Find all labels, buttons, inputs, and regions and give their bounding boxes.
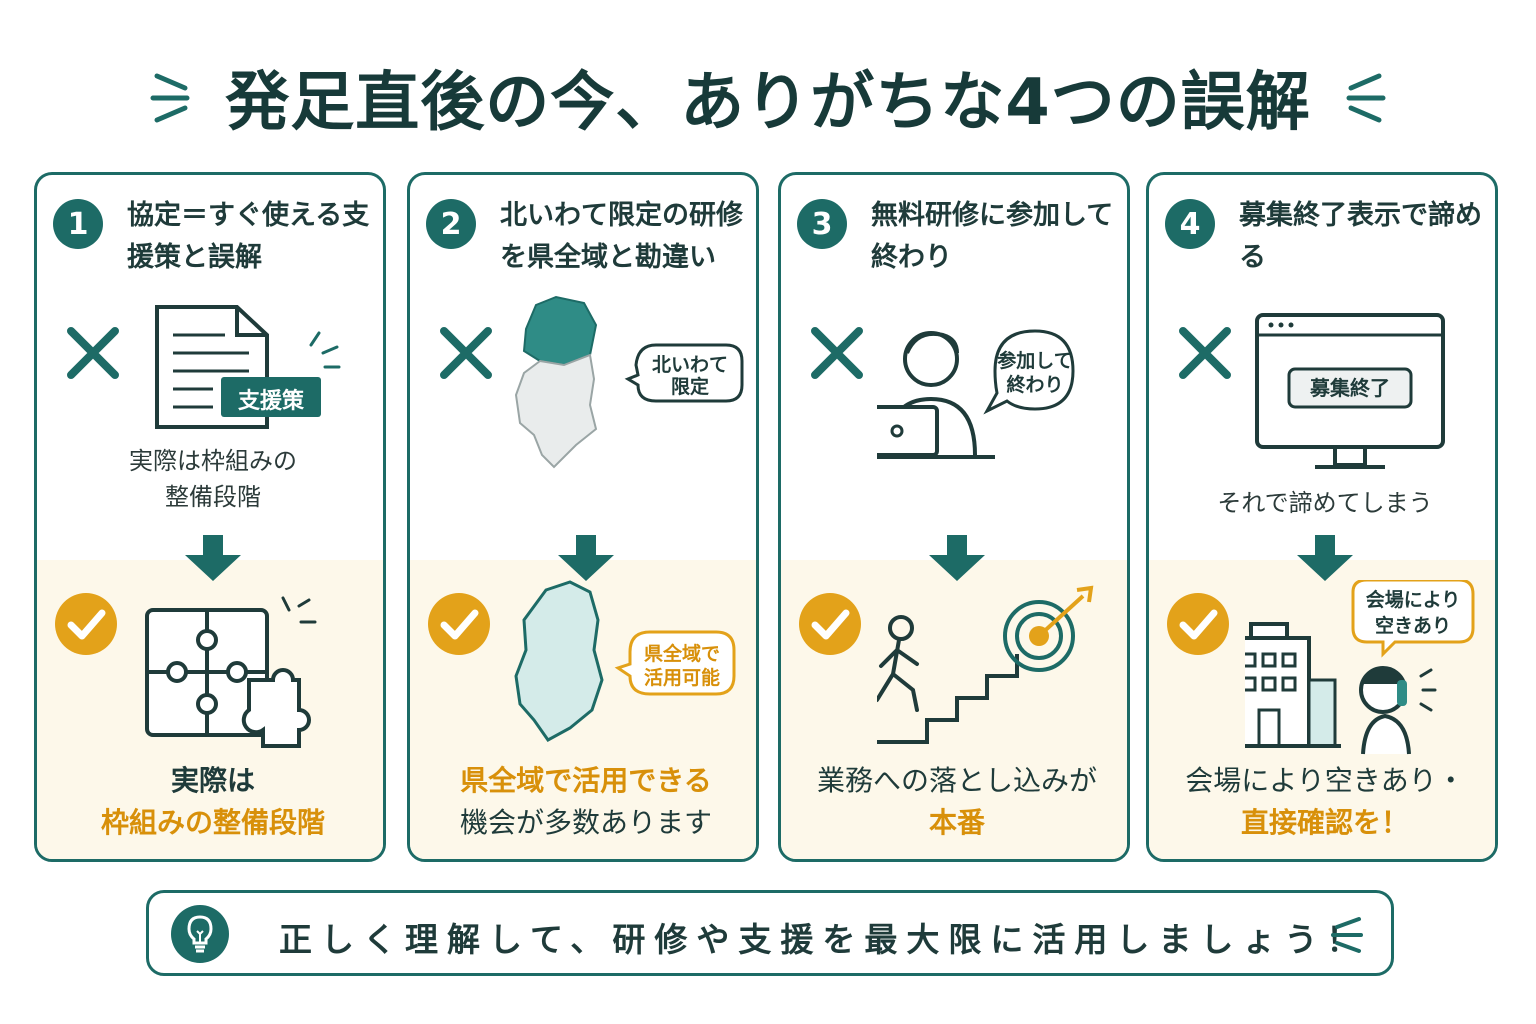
- monitor-icon: 募集終了: [1255, 313, 1445, 469]
- bubble-line-1: 県全域で: [644, 642, 720, 665]
- document-icon: [155, 305, 341, 429]
- bubble-line-2: 限定: [671, 375, 709, 398]
- card-heading: 募集終了表示で諦める: [1239, 200, 1482, 273]
- misconception-card-3: 3 無料研修に参加して終わり 参加して 終わり 業務への落とし込みが 本番: [778, 172, 1130, 862]
- cross-icon: [67, 327, 119, 379]
- result-line-1: 実際は: [170, 764, 255, 797]
- check-icon: [428, 593, 490, 655]
- step-number-badge: 3: [797, 199, 847, 249]
- cross-icon: [440, 327, 492, 379]
- down-arrow-icon: [185, 535, 241, 581]
- down-arrow-icon: [1297, 535, 1353, 581]
- card-result: 県全域で活用できる 機会が多数あります: [410, 760, 756, 844]
- footer-banner: 正しく理解して、研修や支援を最大限に活用しましょう！: [146, 890, 1394, 976]
- card-result: 会場により空きあり・ 直接確認を！: [1149, 760, 1495, 844]
- check-icon: [1167, 593, 1229, 655]
- check-icon: [799, 593, 861, 655]
- down-arrow-icon: [558, 535, 614, 581]
- result-line-2: 枠組みの整備段階: [100, 806, 325, 839]
- result-line-2: 直接確認を！: [1240, 806, 1409, 839]
- lightbulb-icon: [171, 905, 229, 963]
- footer-message: 正しく理解して、研修や支援を最大限に活用しましょう！: [279, 920, 1369, 959]
- document-label: 支援策: [237, 389, 304, 414]
- stairs-target-icon: [877, 585, 1094, 744]
- bubble-line-1: 会場により: [1366, 588, 1461, 611]
- sparkle-right-icon: [1346, 73, 1386, 123]
- page-title: 発足直後の今、ありがちな4つの誤解: [225, 66, 1311, 140]
- sparkle-left-icon: [150, 73, 190, 123]
- puzzle-icon: [145, 596, 317, 748]
- card-heading: 無料研修に参加して終わり: [871, 200, 1114, 273]
- card-caption: 実際は枠組みの整備段階: [129, 447, 297, 511]
- bubble-line-1: 北いわて: [652, 354, 728, 376]
- card-heading: 北いわて限定の研修を県全域と勘違い: [500, 200, 743, 273]
- bubble-line-2: 活用可能: [644, 666, 720, 689]
- misconception-card-4: 4 募集終了表示で諦める 募集終了 それで諦めてしまう 会場により 空きあり 会…: [1146, 172, 1498, 862]
- result-line-2: 機会が多数あります: [459, 806, 712, 839]
- step-number-badge: 1: [53, 199, 103, 249]
- result-line-1: 業務への落とし込みが: [816, 764, 1097, 797]
- check-icon: [55, 593, 117, 655]
- card-caption: それで諦めてしまう: [1217, 489, 1433, 517]
- map-full-icon: 県全域で 活用可能: [514, 580, 736, 742]
- person-laptop-icon: 参加して 終わり: [877, 329, 1075, 459]
- card-heading: 協定＝すぐ使える支援策と誤解: [127, 200, 370, 273]
- step-number-badge: 4: [1165, 199, 1215, 249]
- cross-icon: [811, 327, 863, 379]
- step-number-badge: 2: [426, 199, 476, 249]
- result-line-1: 会場により空きあり・: [1185, 764, 1465, 797]
- screen-label: 募集終了: [1309, 376, 1390, 400]
- down-arrow-icon: [929, 535, 985, 581]
- bubble-line-1: 参加して: [997, 349, 1072, 372]
- building-phone-icon: 会場により 空きあり: [1245, 580, 1475, 755]
- sparkle-icon: [1331, 917, 1363, 953]
- bubble-line-2: 終わり: [1006, 373, 1063, 396]
- misconception-card-2: 2 北いわて限定の研修を県全域と勘違い 北いわて 限定 県全域で 活用可能 県全…: [407, 172, 759, 862]
- bubble-line-2: 空きあり: [1375, 614, 1451, 637]
- cross-icon: [1179, 327, 1231, 379]
- result-line-2: 本番: [928, 806, 985, 839]
- misconception-card-1: 1 協定＝すぐ使える支援策と誤解 支援策 実際は枠組みの整備段階 実際は 枠組み…: [34, 172, 386, 862]
- card-result: 業務への落とし込みが 本番: [781, 760, 1127, 844]
- map-icon: 北いわて 限定: [514, 295, 744, 469]
- title-row: 発足直後の今、ありがちな4つの誤解: [0, 52, 1536, 142]
- result-line-1: 県全域で活用できる: [460, 764, 712, 797]
- card-result: 実際は 枠組みの整備段階: [37, 760, 383, 844]
